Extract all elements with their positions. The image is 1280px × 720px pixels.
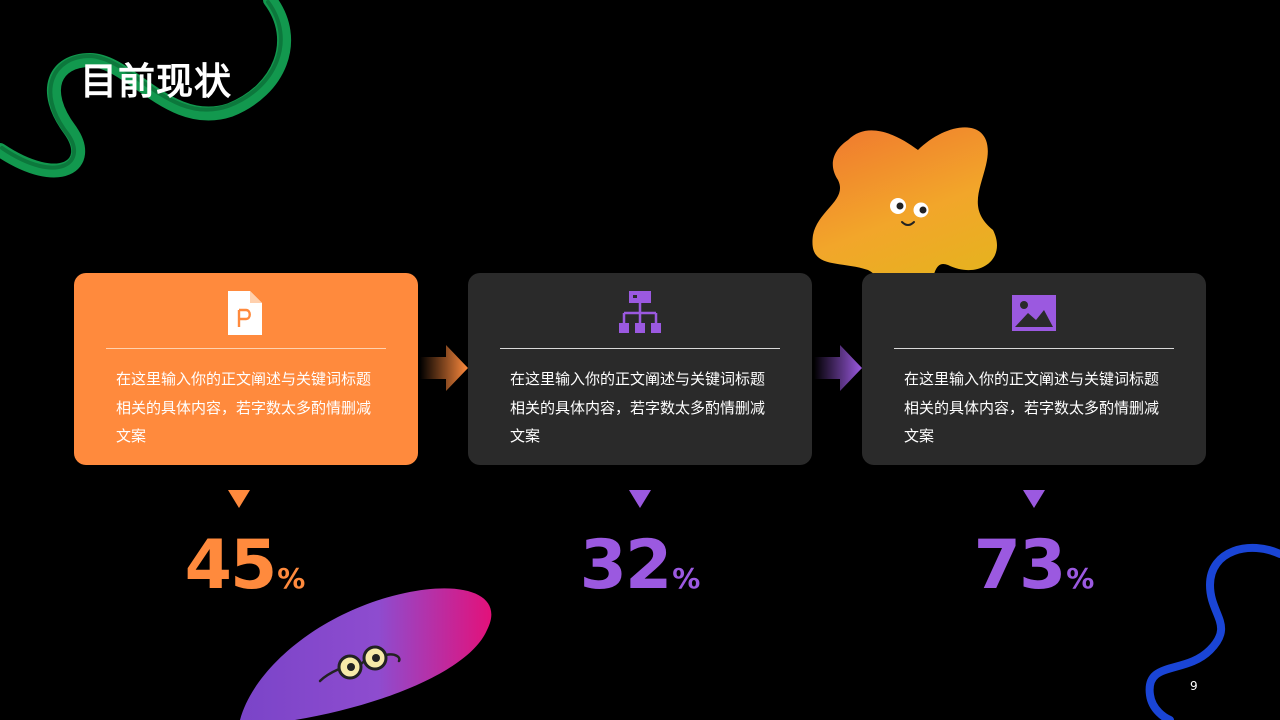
stat-value-3: 73% [914, 526, 1154, 619]
status-card-1: 在这里输入你的正文阐述与关键词标题相关的具体内容，若字数太多酌情删减文案 [74, 273, 418, 465]
stat-value-2: 32% [520, 526, 760, 619]
stat-number: 32 [579, 526, 673, 605]
status-card-3: 在这里输入你的正文阐述与关键词标题相关的具体内容，若字数太多酌情删减文案 [862, 273, 1206, 465]
stat-value-1: 45% [125, 526, 365, 619]
green-brush-stroke [0, 0, 292, 178]
stat-number: 73 [973, 526, 1067, 605]
right-arrow-icon [420, 345, 468, 391]
card-divider [500, 348, 780, 349]
purple-blob-character-icon [240, 588, 492, 720]
card-divider [106, 348, 386, 349]
page-title: 目前现状 [80, 60, 232, 103]
down-triangle-icon [1023, 490, 1045, 508]
card-body-text: 在这里输入你的正文阐述与关键词标题相关的具体内容，若字数太多酌情删减文案 [904, 370, 1160, 445]
down-triangle-icon [629, 490, 651, 508]
image-icon [1012, 295, 1056, 331]
right-arrow-icon [814, 345, 862, 391]
card-body-text: 在这里输入你的正文阐述与关键词标题相关的具体内容，若字数太多酌情删减文案 [116, 370, 372, 445]
card-body-text: 在这里输入你的正文阐述与关键词标题相关的具体内容，若字数太多酌情删减文案 [510, 370, 766, 445]
status-card-2: 在这里输入你的正文阐述与关键词标题相关的具体内容，若字数太多酌情删减文案 [468, 273, 812, 465]
blue-brush-stroke [1145, 543, 1280, 720]
powerpoint-file-icon [228, 291, 262, 335]
org-chart-icon [619, 291, 661, 333]
card-divider [894, 348, 1174, 349]
stat-number: 45 [184, 526, 278, 605]
stat-unit: % [1066, 562, 1095, 595]
stat-unit: % [672, 562, 701, 595]
star-character-icon [812, 127, 997, 310]
down-triangle-icon [228, 490, 250, 508]
stat-unit: % [277, 562, 306, 595]
page-number: 9 [1190, 679, 1198, 693]
